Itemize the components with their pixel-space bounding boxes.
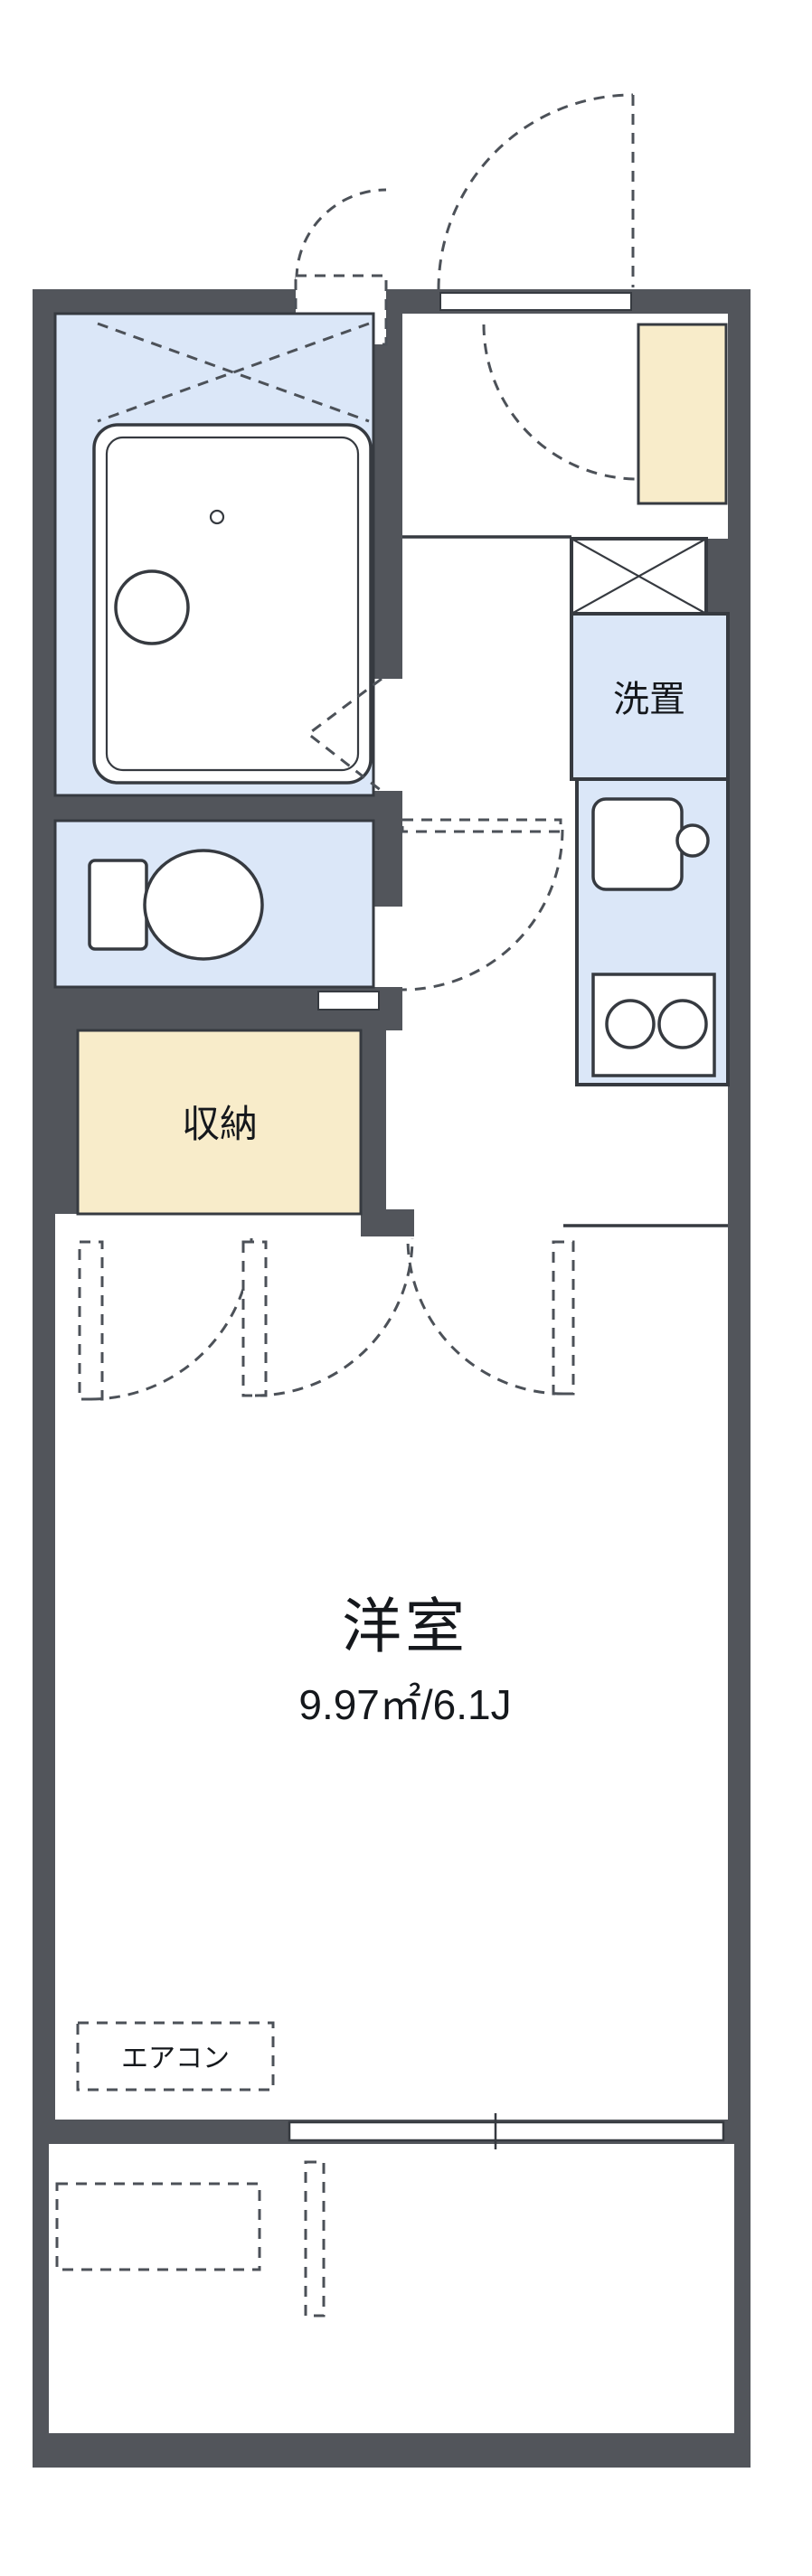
room-door-leaf [552,1240,575,1396]
closet-label: 収納 [182,1103,258,1145]
wall-right [728,289,751,2144]
wall-ps-filler [706,539,728,614]
bathtub-inner [105,436,360,772]
room-door-arc [406,1237,564,1396]
living-room-label: 洋室 [342,1593,468,1659]
wall-bath-bottom [55,795,402,821]
wall-bath-right-upper [373,314,402,679]
toilet-bowl [143,849,264,961]
toilet-door-pocket [317,991,380,1011]
bathtub-outer [92,423,373,785]
closet-door-arc-2 [254,1237,414,1397]
bathroom-window-cross-2 [97,322,370,423]
closet-door-leaf-2 [241,1240,268,1397]
shoe-cabinet [637,323,728,505]
kitchen-sink [591,797,684,891]
window-main [288,2120,725,2142]
wall-closet-left [55,1030,78,1214]
closet-floor [76,1029,363,1216]
aircon-label: エアコン [121,2044,230,2073]
bath-drain [209,509,225,525]
wall-toilet-right [373,821,402,907]
balcony-wall-right [734,2144,751,2455]
bath-faucet [114,569,190,645]
wall-top [33,289,751,314]
balcony-wall-bottom [33,2433,751,2468]
wall-closet-right [361,1014,386,1236]
bathroom-folding-door [306,677,382,793]
burner-left [605,999,656,1049]
balcony-partition-line [304,2160,326,2317]
vent-swing-arc [295,188,387,280]
living-room-size: 9.97㎡/6.1J [298,1681,511,1728]
burner-right [657,999,708,1049]
laundry-floor [570,612,730,781]
toilet-tank [88,859,148,951]
balcony-hatch [55,2182,261,2271]
wall-left [33,289,55,2144]
aircon-box [76,2021,275,2092]
bathroom-window-cross-1 [97,322,370,423]
laundry-label: 洗置 [613,680,685,719]
entry-inner-door-arc [482,324,639,481]
wall-stub-center [377,1209,414,1236]
hallway-door-arc [401,829,564,992]
hallway-door-leaf [401,818,562,833]
kitchen-faucet [675,823,710,858]
closet-door-leaf-1 [78,1240,104,1401]
front-door-slab [439,292,632,311]
ps-cross-2 [571,538,707,615]
front-door-swing-arc [437,93,634,290]
balcony-wall-left [33,2144,49,2455]
